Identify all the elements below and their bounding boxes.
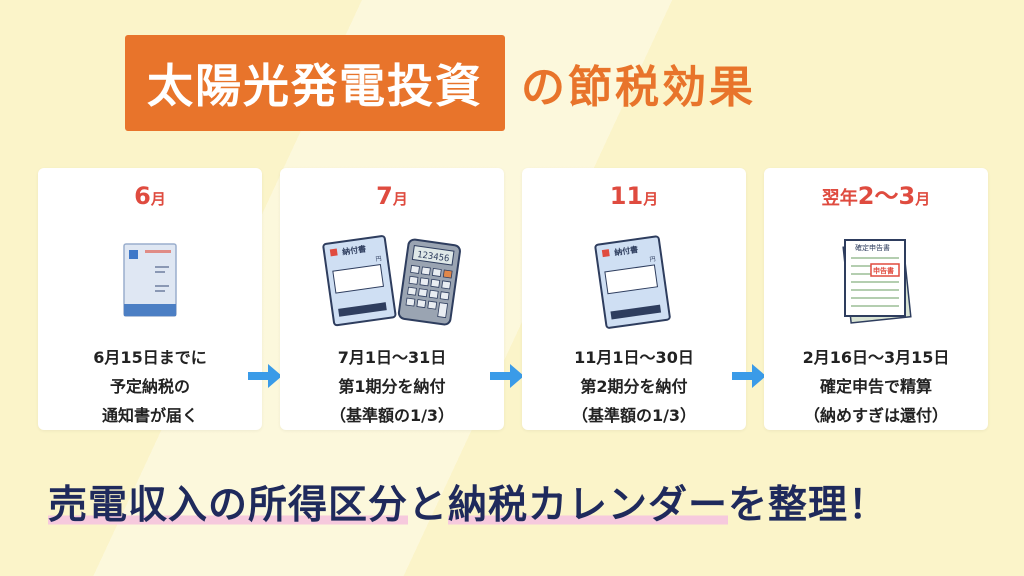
svg-text:円: 円 bbox=[649, 256, 656, 264]
svg-text:確定申告書: 確定申告書 bbox=[855, 243, 890, 252]
arrow-right-icon bbox=[732, 364, 766, 388]
svg-text:申告書: 申告書 bbox=[873, 266, 894, 275]
svg-text:円: 円 bbox=[375, 255, 382, 263]
card-month: 7月 bbox=[376, 182, 408, 210]
card-description: 7月1日〜31日 第1期分を納付 （基準額の1/3） bbox=[329, 348, 455, 425]
card-june: 6月 6月15日までに 予定納税の 通知書が届く bbox=[38, 168, 262, 430]
card-description: 11月1日〜30日 第2期分を納付 （基準額の1/3） bbox=[571, 348, 697, 425]
bottom-caption: 売電収入の所得区分と納税カレンダーを整理！ bbox=[48, 483, 889, 528]
svg-text:123456: 123456 bbox=[416, 250, 450, 264]
envelope-icon bbox=[38, 221, 262, 339]
svg-text:納付書: 納付書 bbox=[342, 243, 367, 256]
card-next-year: 翌年2〜3月 確定申告書 申告書 2月16日〜3月15日 確定申告で精算 （納め… bbox=[764, 168, 988, 430]
card-description: 6月15日までに 予定納税の 通知書が届く bbox=[93, 348, 207, 425]
payment-slip-calculator-icon: 納付書 円 123456 bbox=[280, 221, 504, 339]
page-title: 太陽光発電投資 の節税効果 bbox=[125, 33, 756, 133]
card-november: 11月 納付書 円 11月1日〜30日 第2期分を納付 （基準額の1/3） bbox=[522, 168, 746, 430]
card-description: 2月16日〜3月15日 確定申告で精算 （納めすぎは還付） bbox=[802, 348, 950, 425]
card-month: 6月 bbox=[134, 182, 166, 210]
payment-slip-icon: 納付書 円 bbox=[522, 221, 746, 339]
arrow-right-icon bbox=[248, 364, 282, 388]
title-rest: の節税効果 bbox=[521, 62, 756, 113]
arrow-right-icon bbox=[490, 364, 524, 388]
card-month: 翌年2〜3月 bbox=[821, 182, 931, 210]
title-highlight: 太陽光発電投資 bbox=[125, 35, 505, 131]
tax-return-form-icon: 確定申告書 申告書 bbox=[764, 221, 988, 339]
card-month: 11月 bbox=[609, 182, 659, 210]
svg-text:納付書: 納付書 bbox=[614, 244, 639, 257]
card-july: 7月 納付書 円 123456 bbox=[280, 168, 504, 430]
